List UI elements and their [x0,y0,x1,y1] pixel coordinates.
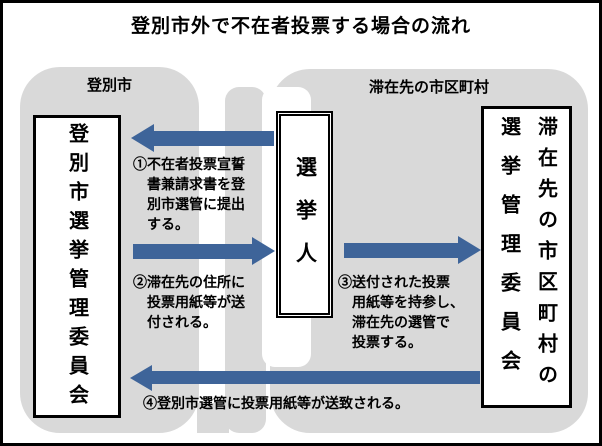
section-noboribetsu-label: 登別市 [86,77,132,94]
section-stay-municipality-label: 滞在先の市区町村 [368,79,489,96]
stay-municipality-election-committee-label: 滞在先の市区町村の選挙管理委員会 [490,109,564,405]
step1-note: ①不在者投票宣誓 書兼請求書を登 別市選管に提出 する。 [133,156,245,232]
noboribetsu-election-committee-box: 登別市選挙管理委員会 [33,115,121,418]
step3-note: ③送付された投票 用紙等を持参し、 滞在先の選管で 投票する。 [338,274,464,350]
arrow-step4-left-body [152,371,480,384]
connector-bottom [197,403,229,433]
arrow-step3-right-head [458,236,481,264]
arrow-step4-left-head [130,365,152,391]
step2-note: ②滞在先の住所に 投票用紙等が送 付される。 [133,274,245,330]
voter-box: 選挙人 [276,111,333,318]
stay-committee-line1: 滞在先の市区町村の [534,116,557,395]
arrow-step2-right-head [252,237,275,265]
arrow-step2-right-body [133,244,252,259]
voter-label: 選挙人 [293,156,317,285]
noboribetsu-election-committee-label: 登別市選挙管理委員会 [65,123,88,413]
diagram-title: 登別市外で不在者投票する場合の流れ [130,16,471,37]
step4-note: ④登別市選管に投票用紙等が送致される。 [143,395,409,411]
stay-municipality-election-committee-box: 滞在先の市区町村の選挙管理委員会 [481,106,572,408]
stay-committee-line2: 選挙管理委員会 [497,116,520,389]
arrow-step1-left-head [131,124,154,152]
arrow-step1-left-body [154,131,274,146]
arrow-step3-right-body [344,243,458,258]
